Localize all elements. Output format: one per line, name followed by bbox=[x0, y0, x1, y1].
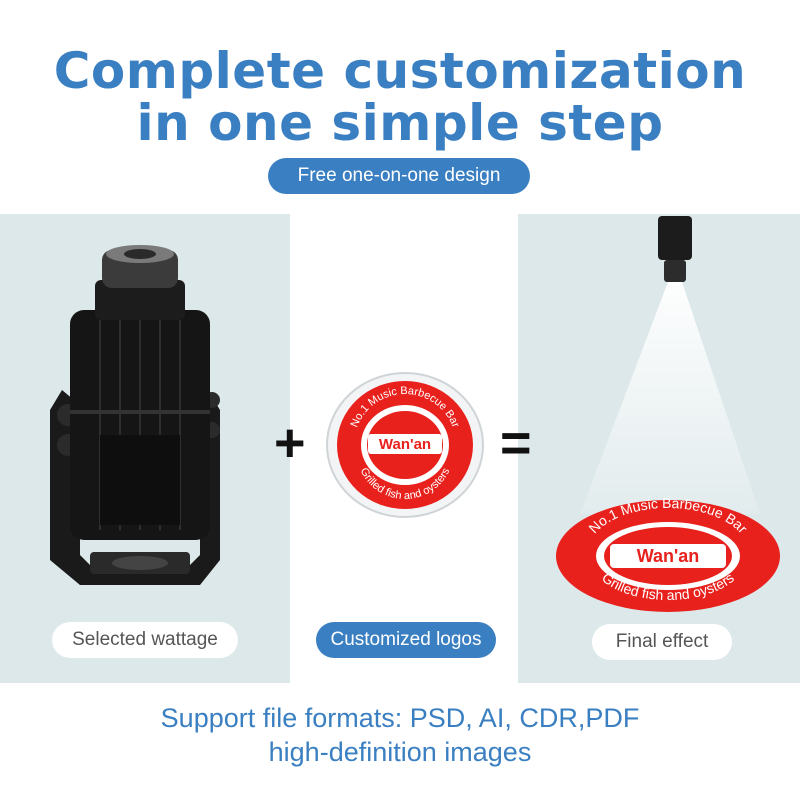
projector-image bbox=[50, 245, 220, 585]
headline-line-2: in one simple step bbox=[136, 94, 664, 152]
caption-final-effect: Final effect bbox=[592, 624, 732, 660]
footer-formats: Support file formats: PSD, AI, CDR,PDF bbox=[160, 703, 640, 733]
footer-quality: high-definition images bbox=[268, 737, 532, 767]
design-badge: Free one-on-one design bbox=[268, 158, 530, 194]
caption-customized-logos: Customized logos bbox=[316, 622, 496, 658]
headline-line-1: Complete customization bbox=[53, 42, 747, 100]
logo-name: Wan'an bbox=[379, 436, 431, 453]
plus-sign: + bbox=[274, 413, 306, 473]
equals-sign: = bbox=[500, 413, 532, 473]
projection-effect-image: No.1 Music Barbecue Bar Grilled fish and… bbox=[556, 216, 780, 612]
projected-logo-name: Wan'an bbox=[637, 546, 700, 566]
caption-selected-wattage: Selected wattage bbox=[52, 622, 238, 658]
custom-logo-gobo: No.1 Music Barbecue Bar Grilled fish and… bbox=[326, 372, 484, 518]
